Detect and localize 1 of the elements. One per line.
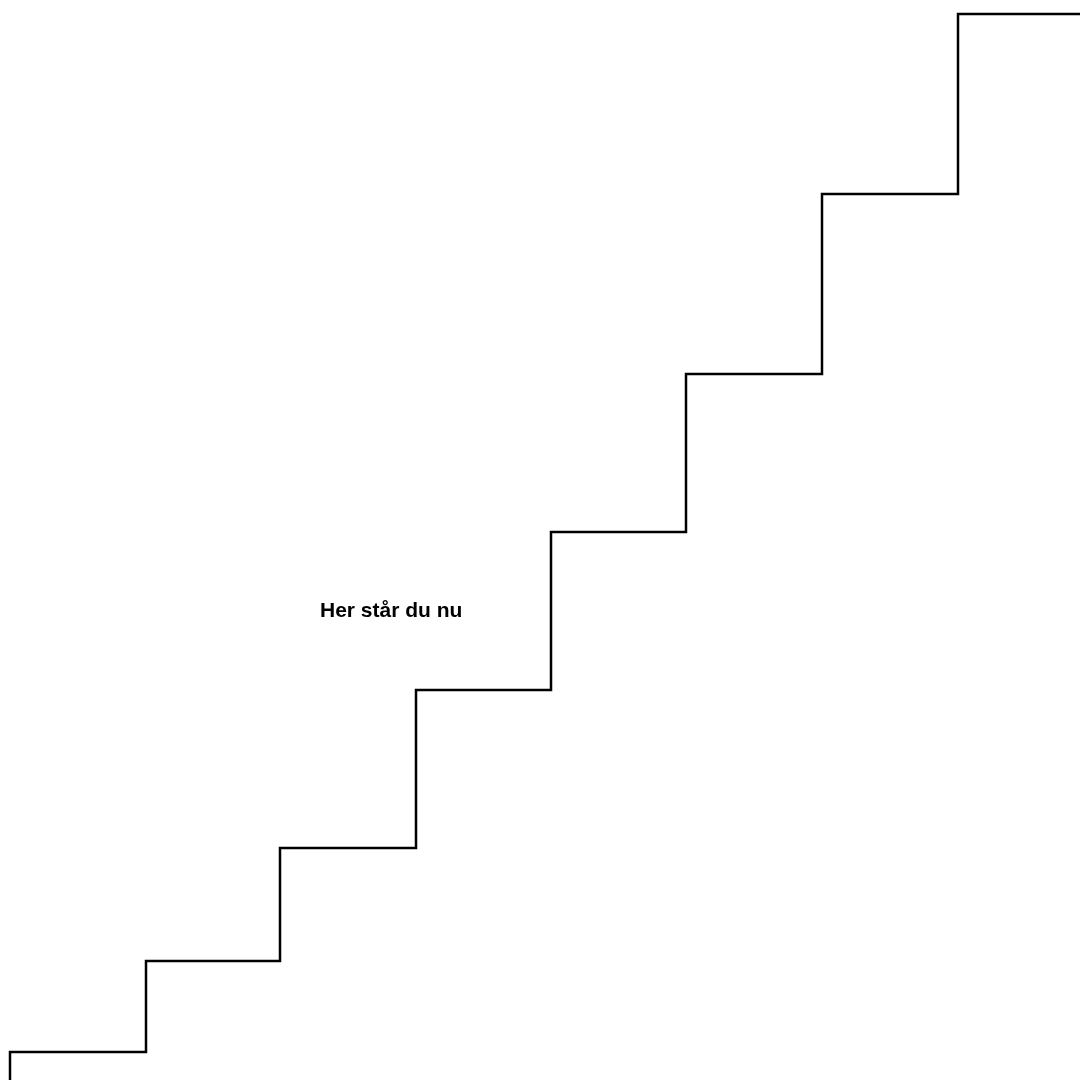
location-note: Her står du nu bbox=[320, 597, 464, 623]
